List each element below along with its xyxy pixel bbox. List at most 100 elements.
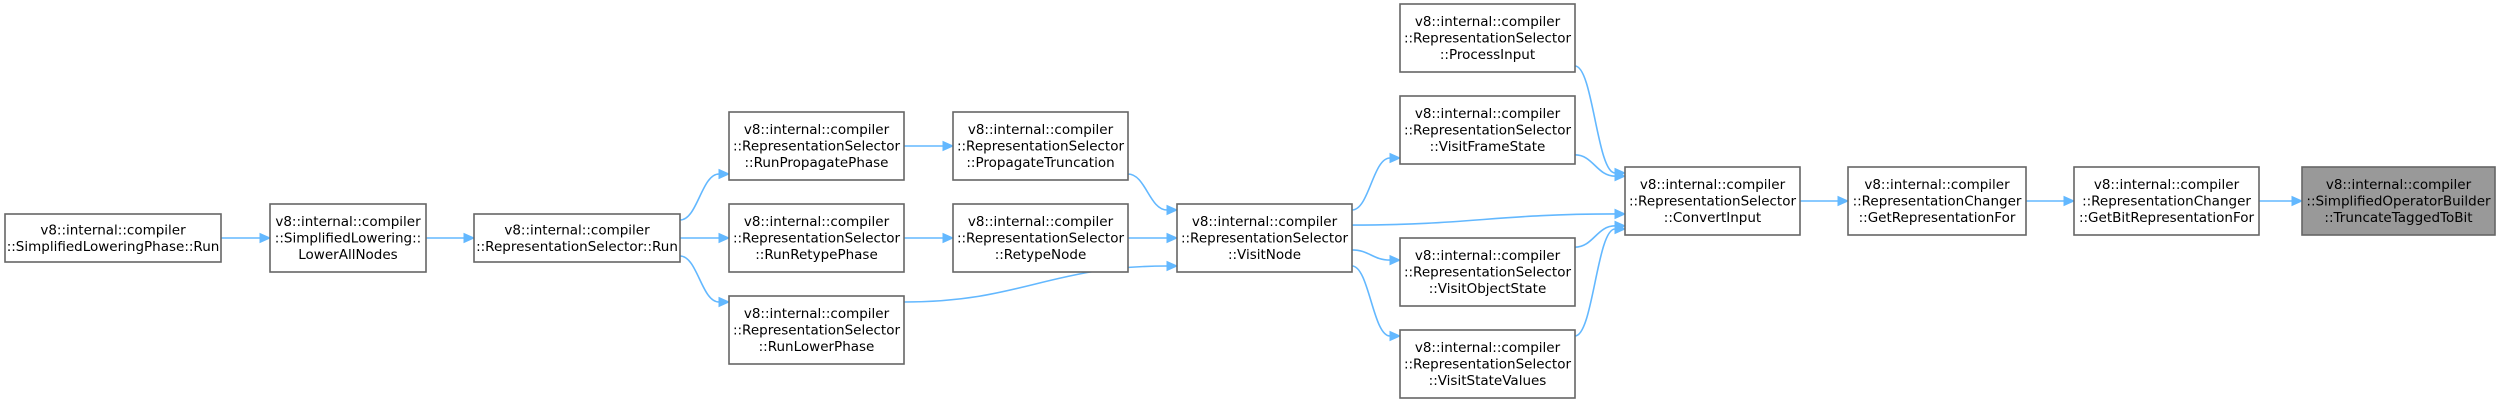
node-simplifiedloweringphase-run-box <box>4 213 222 263</box>
edge-line <box>1574 65 1616 174</box>
node-representationselector-visitstatevalues[interactable]: v8::internal::compiler::RepresentationSe… <box>1399 329 1576 399</box>
node-representationchanger-getbitrepresentationfor-label-line: ::GetBitRepresentationFor <box>2079 210 2255 226</box>
node-representationselector-processinput-label-line: ::RepresentationSelector <box>1404 31 1572 47</box>
node-representationselector-processinput[interactable]: v8::internal::compiler::RepresentationSe… <box>1399 3 1576 73</box>
node-representationselector-propagatetruncation-label-line: ::PropagateTruncation <box>966 155 1114 171</box>
node-representationselector-processinput-label-line: v8::internal::compiler <box>1415 14 1561 30</box>
edge-arrowhead <box>463 232 476 244</box>
node-representationselector-visitnode[interactable]: v8::internal::compiler::RepresentationSe… <box>1176 203 1353 273</box>
node-representationselector-visitobjectstate[interactable]: v8::internal::compiler::RepresentationSe… <box>1399 237 1576 307</box>
node-representationchanger-getbitrepresentationfor-label-line: ::RepresentationChanger <box>2082 194 2251 210</box>
node-representationchanger-getbitrepresentationfor-label-line: v8::internal::compiler <box>2094 177 2240 193</box>
edge-simplifiedlowering-lowerallnodes-to-representationselector-run <box>425 232 476 244</box>
node-representationselector-retypenode-box <box>952 203 1129 273</box>
node-representationselector-runpropagatephase-label-line: ::RepresentationSelector <box>733 139 901 155</box>
node-representationselector-run[interactable]: v8::internal::compiler::RepresentationSe… <box>473 213 681 263</box>
edge-line <box>1351 265 1391 337</box>
node-representationselector-runlowerphase-box <box>728 295 905 365</box>
edge-representationselector-runpropagatephase-to-representationselector-propagatetruncation <box>904 140 955 152</box>
node-simplifiedlowering-lowerallnodes[interactable]: v8::internal::compiler::SimplifiedLoweri… <box>269 203 427 273</box>
node-representationselector-visitstatevalues-label-line: v8::internal::compiler <box>1415 340 1561 356</box>
edge-arrowhead <box>1614 208 1627 220</box>
edge-arrowhead <box>1166 232 1179 244</box>
node-representationselector-visitnode-label-line: v8::internal::compiler <box>1192 214 1338 230</box>
node-simplifiedlowering-lowerallnodes-label-line: ::SimplifiedLowering:: <box>275 231 421 247</box>
node-representationselector-visitframestate[interactable]: v8::internal::compiler::RepresentationSe… <box>1399 95 1576 165</box>
node-simplifiedloweringphase-run-label-line: v8::internal::compiler <box>40 222 186 238</box>
edge-arrowhead <box>1389 330 1402 342</box>
node-representationselector-visitframestate-label-line: v8::internal::compiler <box>1415 106 1561 122</box>
node-representationselector-visitobjectstate-label-line: v8::internal::compiler <box>1415 248 1561 264</box>
edge-representationchanger-getrepresentationfor-to-representationchanger-getbitrepresentationfor <box>2026 195 2076 207</box>
node-representationselector-visitframestate-label-line: ::VisitFrameState <box>1430 139 1546 155</box>
node-representationselector-runpropagatephase[interactable]: v8::internal::compiler::RepresentationSe… <box>728 111 905 181</box>
edge-arrowhead <box>2291 195 2304 207</box>
edge-representationselector-visitstatevalues-to-representationselector-convertinput <box>1574 223 1627 337</box>
nodes-layer: v8::internal::compiler::SimplifiedLoweri… <box>4 3 2496 399</box>
edge-representationselector-run-to-representationselector-runpropagatephase <box>679 168 731 221</box>
node-representationselector-runlowerphase-label-line: ::RunLowerPhase <box>759 339 875 355</box>
edge-arrowhead <box>2063 195 2076 207</box>
edge-simplifiedloweringphase-run-to-simplifiedlowering-lowerallnodes <box>220 232 272 244</box>
node-representationselector-propagatetruncation-label-line: ::RepresentationSelector <box>957 139 1125 155</box>
edge-representationchanger-getbitrepresentationfor-to-simplifiedoperatorbuilder-truncatetaggedtobit <box>2259 195 2304 207</box>
edge-arrowhead <box>718 168 731 180</box>
edge-arrowhead <box>1614 170 1627 182</box>
edge-line <box>1574 225 1616 248</box>
node-representationselector-processinput-box <box>1399 3 1576 73</box>
edge-representationselector-retypenode-to-representationselector-visitnode <box>1127 232 1179 244</box>
node-simplifiedoperatorbuilder-truncatetaggedtobit-label-line: ::SimplifiedOperatorBuilder <box>2306 194 2491 210</box>
edge-arrowhead <box>942 140 955 152</box>
node-representationselector-runpropagatephase-label-line: v8::internal::compiler <box>744 122 890 138</box>
node-representationselector-retypenode-label-line: ::RepresentationSelector <box>957 231 1125 247</box>
node-simplifiedloweringphase-run-label-line: ::SimplifiedLoweringPhase::Run <box>7 239 220 255</box>
node-representationselector-runlowerphase-label-line: v8::internal::compiler <box>744 306 890 322</box>
node-representationselector-retypenode[interactable]: v8::internal::compiler::RepresentationSe… <box>952 203 1129 273</box>
node-representationchanger-getrepresentationfor[interactable]: v8::internal::compiler::RepresentationCh… <box>1847 166 2027 236</box>
edge-arrowhead <box>942 232 955 244</box>
node-representationchanger-getrepresentationfor-label-line: v8::internal::compiler <box>1864 177 2010 193</box>
node-representationselector-visitobjectstate-label-line: ::VisitObjectState <box>1429 281 1547 297</box>
node-representationselector-propagatetruncation[interactable]: v8::internal::compiler::RepresentationSe… <box>952 111 1129 181</box>
edge-arrowhead <box>1614 223 1627 235</box>
node-simplifiedloweringphase-run[interactable]: v8::internal::compiler::SimplifiedLoweri… <box>4 213 222 263</box>
edge-representationselector-visitnode-to-representationselector-visitframestate <box>1351 152 1402 211</box>
edge-line <box>1127 173 1168 211</box>
node-representationselector-runpropagatephase-label-line: ::RunPropagatePhase <box>745 155 889 171</box>
node-simplifiedlowering-lowerallnodes-box <box>269 203 427 273</box>
node-representationselector-runretypephase-label-line: v8::internal::compiler <box>744 214 890 230</box>
node-representationselector-visitobjectstate-box <box>1399 237 1576 307</box>
edge-representationselector-run-to-representationselector-runlowerphase <box>679 255 731 308</box>
node-representationselector-convertinput-box <box>1624 166 1801 236</box>
edge-representationselector-visitnode-to-representationselector-convertinput <box>1351 208 1627 226</box>
edge-arrowhead <box>718 296 731 308</box>
node-representationselector-run-label-line: v8::internal::compiler <box>504 222 650 238</box>
node-simplifiedoperatorbuilder-truncatetaggedtobit[interactable]: v8::internal::compiler::SimplifiedOperat… <box>2301 166 2496 236</box>
node-representationselector-convertinput-label-line: v8::internal::compiler <box>1640 177 1786 193</box>
node-representationselector-visitnode-label-line: ::VisitNode <box>1228 247 1301 263</box>
edge-line <box>1351 213 1616 226</box>
node-representationselector-visitnode-box <box>1176 203 1353 273</box>
node-representationselector-convertinput[interactable]: v8::internal::compiler::RepresentationSe… <box>1624 166 1801 236</box>
edge-arrowhead <box>718 232 731 244</box>
edge-representationselector-convertinput-to-representationchanger-getrepresentationfor <box>1800 195 1850 207</box>
edge-arrowhead <box>1166 260 1179 272</box>
edge-representationselector-visitnode-to-representationselector-visitstatevalues <box>1351 265 1402 342</box>
node-simplifiedlowering-lowerallnodes-label-line: v8::internal::compiler <box>275 214 421 230</box>
node-representationselector-visitstatevalues-label-line: ::VisitStateValues <box>1429 373 1547 389</box>
node-representationselector-visitstatevalues-label-line: ::RepresentationSelector <box>1404 357 1572 373</box>
node-representationchanger-getrepresentationfor-label-line: ::RepresentationChanger <box>1853 194 2022 210</box>
node-representationselector-runretypephase-box <box>728 203 905 273</box>
node-representationselector-visitframestate-label-line: ::RepresentationSelector <box>1404 123 1572 139</box>
node-simplifiedoperatorbuilder-truncatetaggedtobit-box <box>2301 166 2496 236</box>
node-representationselector-run-box <box>473 213 681 263</box>
node-representationselector-visitframestate-box <box>1399 95 1576 165</box>
node-representationselector-propagatetruncation-box <box>952 111 1129 181</box>
node-representationselector-runretypephase[interactable]: v8::internal::compiler::RepresentationSe… <box>728 203 905 273</box>
edge-representationselector-run-to-representationselector-runretypephase <box>679 232 731 244</box>
node-representationchanger-getbitrepresentationfor[interactable]: v8::internal::compiler::RepresentationCh… <box>2073 166 2260 236</box>
node-representationselector-runlowerphase[interactable]: v8::internal::compiler::RepresentationSe… <box>728 295 905 365</box>
node-representationchanger-getbitrepresentationfor-box <box>2073 166 2260 236</box>
edge-line <box>679 255 720 303</box>
